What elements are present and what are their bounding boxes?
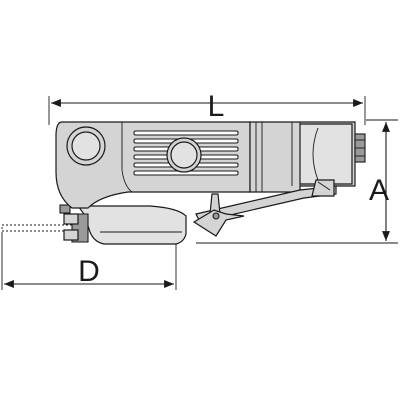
lever-pivot-detail bbox=[317, 181, 331, 191]
side-handle-wings bbox=[192, 209, 245, 237]
dimension-length: L bbox=[48, 90, 366, 125]
motor-badge-inner bbox=[170, 141, 198, 169]
lever-pivot bbox=[311, 179, 335, 197]
dimension-height: A bbox=[196, 119, 398, 244]
dimension-disc: D bbox=[1, 232, 177, 290]
handle-grip-contour bbox=[312, 127, 319, 181]
length-label: L bbox=[208, 90, 225, 123]
side-handle-hub bbox=[212, 212, 220, 220]
housing-seam-curve bbox=[121, 169, 133, 193]
handle-grip bbox=[299, 123, 353, 185]
height-label: A bbox=[369, 174, 389, 207]
head-cap-inner bbox=[71, 131, 101, 161]
spindle-nut-lower bbox=[63, 229, 79, 241]
vent-slot bbox=[133, 130, 239, 136]
side-handle bbox=[192, 193, 245, 237]
spindle-nut-upper bbox=[63, 213, 79, 225]
disc-label: D bbox=[78, 255, 100, 288]
spindle-lock bbox=[59, 204, 71, 214]
wheel-guard bbox=[76, 205, 187, 245]
